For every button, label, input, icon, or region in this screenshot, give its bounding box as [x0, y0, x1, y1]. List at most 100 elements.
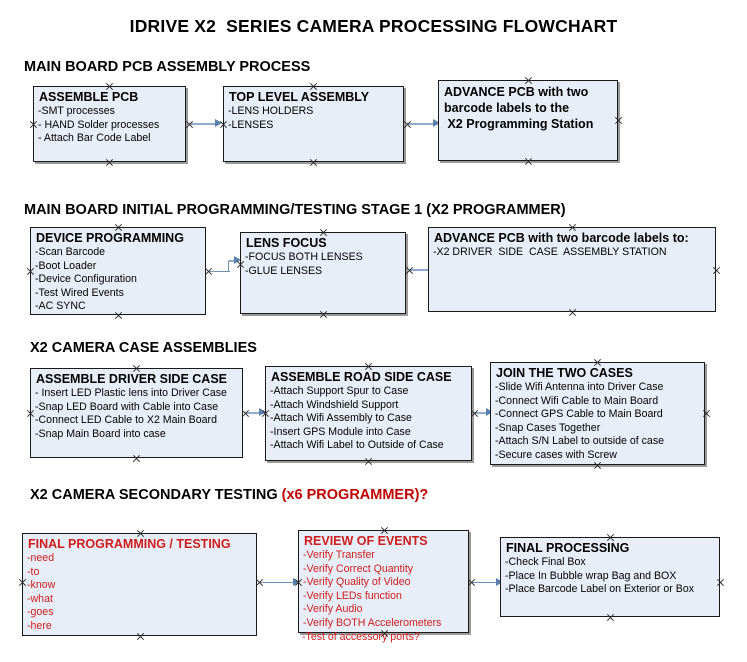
node-line: -Secure cases with Screw — [495, 448, 617, 461]
node-title: JOIN THE TWO CASES — [496, 366, 633, 380]
node-body: -Slide Wifi Antenna into Driver Case -Co… — [491, 381, 704, 463]
section-heading-main-board-initial-programming: MAIN BOARD INITIAL PROGRAMMING/TESTING S… — [24, 202, 566, 218]
node-line: -Slide Wifi Antenna into Driver Case — [495, 381, 664, 393]
connector-line — [189, 123, 217, 125]
node-line: -Check Final Box — [505, 556, 586, 568]
node-line: -Verify Transfer — [303, 549, 375, 561]
node-advance-pcb-to-driver-side-case-station[interactable]: ADVANCE PCB with two barcode labels to: … — [428, 227, 716, 312]
node-top-level-assembly[interactable]: TOP LEVEL ASSEMBLY -LENS HOLDERS -LENSES — [223, 86, 404, 162]
node-title: ASSEMBLE ROAD SIDE CASE — [271, 370, 452, 384]
node-title: ASSEMBLE PCB — [39, 90, 139, 104]
node-line: -GLUE LENSES — [245, 264, 323, 277]
node-line: -need — [27, 552, 55, 564]
node-line: -Snap Cases Together — [495, 421, 601, 434]
node-assemble-pcb[interactable]: ASSEMBLE PCB -SMT processes - HAND Solde… — [33, 86, 186, 162]
node-title: ASSEMBLE DRIVER SIDE CASE — [36, 372, 228, 386]
node-line: -FOCUS BOTH LENSES — [245, 251, 363, 263]
node-line: -Attach Wifi Assembly to Case — [270, 412, 412, 425]
node-line: -what — [27, 592, 53, 605]
connector-arrowhead — [293, 578, 300, 586]
connector-line — [228, 260, 237, 262]
node-line: -Attach Support Spur to Case — [270, 385, 409, 397]
section-heading-x2-camera-secondary-testing: X2 CAMERA SECONDARY TESTING (x6 PROGRAMM… — [30, 487, 428, 503]
connector-line — [228, 261, 229, 272]
node-line: -Test Wired Events — [35, 286, 124, 299]
connector-arrowhead — [215, 119, 222, 127]
node-line: - Attach Bar Code Label — [38, 132, 151, 145]
connector-line — [208, 271, 230, 272]
node-line: -goes — [27, 606, 54, 619]
node-line: -Verify Audio — [303, 603, 363, 616]
node-title: ADVANCE PCB with two barcode labels to t… — [444, 85, 594, 131]
node-final-programming-testing[interactable]: FINAL PROGRAMMING / TESTING -need -to -k… — [22, 533, 257, 636]
node-line: -Place Barcode Label on Exterior or Box — [505, 583, 695, 596]
node-body: -need -to -know -what -goes -here — [23, 552, 256, 634]
node-line: - HAND Solder processes — [38, 118, 160, 131]
connector-arrowhead — [234, 256, 241, 264]
node-line: -here — [27, 619, 52, 632]
node-title: FINAL PROCESSING — [506, 541, 630, 555]
node-line: -Verify Correct Quantity — [303, 562, 414, 575]
connector-arrowhead — [433, 119, 440, 127]
section-heading-main-board-pcb-assembly: MAIN BOARD PCB ASSEMBLY PROCESS — [24, 59, 311, 75]
node-body: -Scan Barcode -Boot Loader -Device Confi… — [31, 246, 205, 314]
node-body: -FOCUS BOTH LENSES -GLUE LENSES — [241, 251, 405, 278]
connector-line — [259, 582, 298, 583]
connector-line — [474, 412, 492, 414]
node-assemble-driver-side-case[interactable]: ASSEMBLE DRIVER SIDE CASE - Insert LED P… — [30, 368, 243, 458]
connector-line — [409, 269, 437, 271]
node-line: -to — [27, 565, 40, 578]
node-join-the-two-cases[interactable]: JOIN THE TWO CASES -Slide Wifi Antenna i… — [490, 362, 705, 465]
node-line: -Attach Wifi Label to Outside of Case — [270, 439, 444, 452]
node-body: -LENS HOLDERS -LENSES — [224, 105, 403, 132]
node-line: -Connect Wifi Cable to Main Board — [495, 394, 659, 407]
node-device-programming[interactable]: DEVICE PROGRAMMING -Scan Barcode -Boot L… — [30, 227, 206, 315]
node-body: -Check Final Box -Place In Bubble wrap B… — [501, 556, 719, 597]
page-title: IDRIVE X2 SERIES CAMERA PROCESSING FLOWC… — [129, 16, 618, 36]
connector-line — [407, 123, 436, 125]
node-line: - Insert LED Plastic lens into Driver Ca… — [35, 387, 227, 399]
node-line: -Boot Loader — [35, 259, 97, 272]
node-title: TOP LEVEL ASSEMBLY — [229, 90, 370, 104]
connector-arrowhead — [496, 578, 503, 586]
node-line: -know — [27, 579, 56, 592]
node-body: -SMT processes - HAND Solder processes -… — [34, 105, 185, 146]
node-line: -SMT processes — [38, 105, 115, 117]
node-line: -Insert GPS Module into Case — [270, 425, 411, 438]
connector-arrowhead — [259, 408, 266, 416]
node-line-overflow: -Test of accessory ports? — [302, 631, 420, 643]
node-body: -X2 DRIVER SIDE CASE ASSEMBLY STATION — [429, 246, 715, 260]
node-line: -X2 DRIVER SIDE CASE ASSEMBLY STATION — [433, 246, 667, 258]
node-advance-pcb-to-x2-programming-station[interactable]: ADVANCE PCB with two barcode labels to t… — [438, 80, 618, 161]
node-line: -Snap Main Board into case — [35, 427, 166, 440]
node-final-processing[interactable]: FINAL PROCESSING -Check Final Box -Place… — [500, 537, 720, 617]
node-body: -Attach Support Spur to Case -Attach Win… — [266, 385, 471, 453]
node-title: REVIEW OF EVENTS — [304, 534, 428, 548]
node-line: -Scan Barcode — [35, 246, 106, 258]
node-title: FINAL PROGRAMMING / TESTING — [28, 537, 231, 551]
section-heading-suffix: (x6 PROGRAMMER)? — [281, 487, 429, 503]
node-line: -Snap LED Board with Cable into Case — [35, 400, 219, 413]
node-body: -Verify Transfer -Verify Correct Quantit… — [299, 549, 468, 631]
node-line: -LENSES — [228, 118, 274, 131]
node-body: - Insert LED Plastic lens into Driver Ca… — [31, 387, 242, 441]
section-heading-text: X2 CAMERA SECONDARY TESTING — [30, 487, 282, 503]
node-line: -Connect LED Cable to X2 Main Board — [35, 414, 217, 427]
node-title: ADVANCE PCB with two barcode labels to: — [434, 231, 689, 245]
node-lens-focus[interactable]: LENS FOCUS -FOCUS BOTH LENSES -GLUE LENS… — [240, 232, 406, 314]
node-title: LENS FOCUS — [246, 236, 327, 250]
node-line: -Verify BOTH Accelerometers — [303, 616, 442, 629]
node-line: -Place In Bubble wrap Bag and BOX — [505, 569, 677, 582]
node-title: DEVICE PROGRAMMING — [36, 231, 184, 245]
node-review-of-events[interactable]: REVIEW OF EVENTS -Verify Transfer -Verif… — [298, 530, 469, 633]
node-line: -Attach Windshield Support — [270, 398, 399, 411]
node-line: -Verify Quality of Video — [303, 576, 411, 589]
node-line: -Attach S/N Label to outside of case — [495, 435, 665, 448]
node-line: -LENS HOLDERS — [228, 105, 314, 117]
node-line: -Verify LEDs function — [303, 589, 402, 602]
connector-line — [245, 412, 265, 414]
node-line: -Device Configuration — [35, 273, 137, 286]
node-assemble-road-side-case[interactable]: ASSEMBLE ROAD SIDE CASE -Attach Support … — [265, 366, 472, 461]
connector-arrowhead — [486, 408, 493, 416]
